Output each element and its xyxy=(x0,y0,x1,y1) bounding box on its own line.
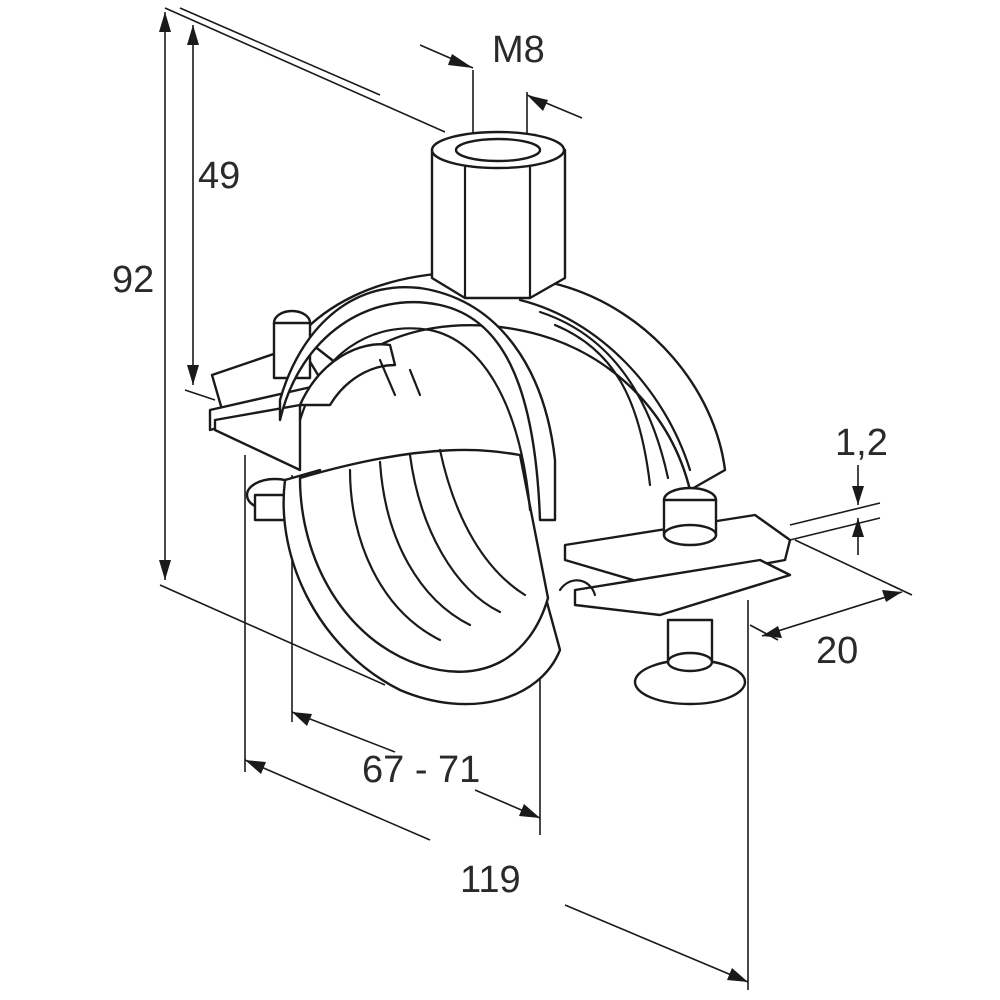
pipe-range-label: 67 - 71 xyxy=(362,749,480,791)
dimension-lines xyxy=(159,7,913,990)
depth-label: 20 xyxy=(816,630,858,672)
thread-label: M8 xyxy=(492,29,545,71)
thickness-label: 1,2 xyxy=(835,422,888,464)
width-total-label: 119 xyxy=(460,859,521,901)
height-total-label: 92 xyxy=(112,259,154,301)
height-nut-label: 49 xyxy=(198,155,240,197)
clamp-body xyxy=(208,130,792,706)
dimension-labels: M8 49 92 1,2 20 67 - 71 119 xyxy=(112,29,888,901)
